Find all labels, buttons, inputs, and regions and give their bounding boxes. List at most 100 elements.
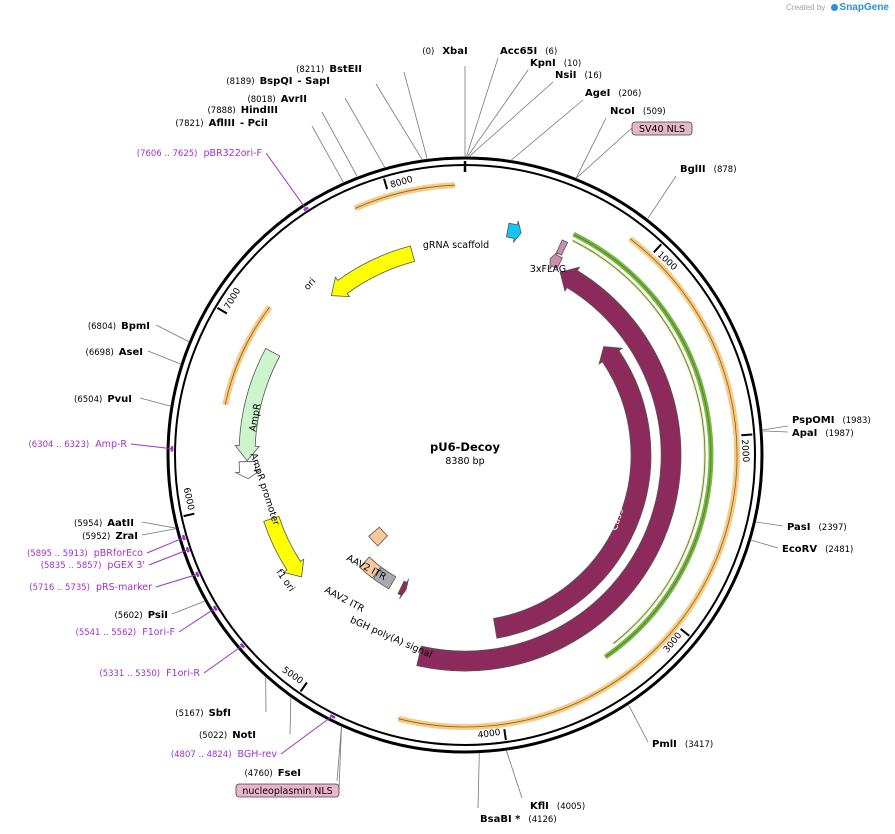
- tick-label: 4000: [477, 728, 501, 741]
- enzyme-label[interactable]: EcoRV(2481): [782, 544, 853, 555]
- enzyme-label[interactable]: (4760)FseI: [244, 768, 301, 779]
- enzyme-leader-line: [750, 539, 779, 549]
- enzyme-leader-line: [465, 57, 499, 158]
- enzyme-label[interactable]: (6804)BpmI: [88, 321, 150, 332]
- credit-text: Created by: [786, 3, 826, 12]
- enzyme-label[interactable]: NcoI(509): [610, 106, 666, 117]
- feature-ori[interactable]: [330, 245, 416, 298]
- enzyme-label[interactable]: (5167)SbfI: [175, 708, 231, 719]
- primer-leader-line: [155, 573, 199, 588]
- enzyme-leader-line: [755, 521, 784, 527]
- feature-cas9[interactable]: [493, 346, 652, 639]
- enzyme-leader-line: [375, 83, 423, 161]
- primer-label[interactable]: (5716 .. 5735)pRS-marker: [29, 582, 152, 593]
- feature-label: bGH poly(A) signal: [348, 615, 434, 661]
- feature-aav2-itr[interactable]: [359, 556, 382, 579]
- feature-label: gRNA scaffold: [423, 240, 489, 251]
- tick-mark: [383, 178, 389, 190]
- enzyme-leader-line: [627, 704, 649, 743]
- nls-leader-line: [338, 726, 342, 791]
- enzyme-label[interactable]: PasI(2397): [787, 522, 847, 533]
- enzyme-leader-line: [466, 69, 529, 158]
- feature-f1-ori[interactable]: [263, 515, 305, 578]
- feature-label: AmpR promoter: [247, 452, 281, 527]
- snapgene-logo-icon: [830, 4, 838, 12]
- primer-bind-arc-amp-core: [224, 306, 271, 405]
- primer-leader-line: [280, 715, 334, 755]
- tick-label: 6000: [181, 487, 196, 512]
- enzyme-label[interactable]: BsaBI *(4126): [480, 814, 557, 825]
- primer-label[interactable]: (5835 .. 5857)pGEX 3': [41, 560, 145, 571]
- tick-label: 5000: [280, 665, 305, 686]
- primer-leader-line: [178, 607, 217, 633]
- feature-ampr-promoter[interactable]: [234, 460, 262, 480]
- primer-site-mark: [181, 534, 186, 541]
- enzyme-label[interactable]: (8211)BstEII: [296, 64, 362, 75]
- primer-bind-arc-cas9-core: [398, 238, 738, 728]
- primer-leader-line: [130, 443, 174, 450]
- nls-leader-line: [575, 127, 633, 179]
- feature-ampr[interactable]: [234, 347, 281, 462]
- enzyme-leader-line: [761, 430, 789, 433]
- feature-layer: [234, 220, 682, 672]
- feature-bgh-poly-a-signal[interactable]: [372, 566, 397, 590]
- enzyme-leader-line: [646, 175, 677, 220]
- enzyme-label[interactable]: (8018)AvrII: [247, 94, 307, 105]
- enzyme-label[interactable]: (0)XbaI: [422, 46, 467, 57]
- primer-label[interactable]: (7606 .. 7625)pBR322ori-F: [137, 148, 262, 159]
- feature-cas9[interactable]: [416, 266, 682, 672]
- enzyme-leader-line: [510, 99, 584, 161]
- enzyme-label[interactable]: (6698)AseI: [86, 347, 143, 358]
- snapgene-credit: Created by SnapGene: [786, 2, 889, 13]
- primer-site-mark: [239, 642, 246, 649]
- plasmid-name: pU6-Decoy: [430, 440, 500, 454]
- enzyme-leader-line: [761, 425, 789, 431]
- nls-box[interactable]: [235, 783, 340, 798]
- primer-label[interactable]: (5331 .. 5350)F1ori-R: [99, 668, 200, 679]
- enzyme-leader-line: [505, 749, 523, 799]
- enzyme-leader-line: [403, 71, 428, 160]
- enzyme-label[interactable]: NsiI(16): [555, 70, 602, 81]
- feature-3xflag-marker: [555, 239, 569, 256]
- enzyme-leader-line: [155, 324, 190, 343]
- enzyme-label[interactable]: (5954)AatII: [74, 518, 134, 529]
- primer-label[interactable]: (5895 .. 5913)pBRforEco: [27, 548, 143, 559]
- enzyme-label[interactable]: (7888)HindIII: [207, 105, 278, 116]
- primer-site-mark: [185, 546, 190, 553]
- feature-nls-marker: [397, 578, 409, 600]
- enzyme-label[interactable]: AgeI(206): [585, 88, 641, 99]
- enzyme-label[interactable]: PspOMI(1983): [792, 415, 871, 426]
- enzyme-leader-line: [321, 111, 358, 178]
- primer-leader-line: [265, 152, 307, 210]
- primer-site-mark: [195, 571, 200, 578]
- enzyme-label[interactable]: (5602)PsiI: [114, 610, 168, 621]
- feature-grna-scaffold[interactable]: [505, 220, 522, 243]
- primer-label[interactable]: (6304 .. 6323)Amp-R: [28, 439, 127, 450]
- primer-label[interactable]: (4807 .. 4824)BGH-rev: [171, 749, 278, 760]
- enzyme-label[interactable]: KflI(4005): [530, 801, 585, 812]
- enzyme-label[interactable]: ApaI(1987): [792, 428, 854, 439]
- enzyme-label[interactable]: KpnI(10): [530, 58, 581, 69]
- enzyme-label[interactable]: (7821)AflIII- PciI: [175, 118, 268, 129]
- primer-label[interactable]: (5541 .. 5562)F1ori-F: [76, 627, 175, 638]
- enzyme-label[interactable]: (5952)ZraI: [82, 531, 138, 542]
- enzyme-label[interactable]: (8189)BspQI- SapI: [226, 76, 330, 87]
- enzyme-label[interactable]: PmlI(3417): [652, 739, 713, 750]
- nls-box[interactable]: [631, 121, 693, 136]
- enzyme-label[interactable]: (6504)PvuI: [74, 394, 132, 405]
- nls-label: SV40 NLS: [639, 124, 685, 135]
- enzyme-leader-line: [289, 696, 292, 735]
- enzyme-leader-line: [171, 600, 206, 615]
- primer-bind-arc-ori-core: [354, 184, 455, 209]
- green-arc-inner-core: [572, 240, 706, 644]
- feature-3xflag[interactable]: [549, 251, 563, 270]
- enzyme-label[interactable]: BglII(878): [680, 164, 737, 175]
- nls-label: nucleoplasmin NLS: [242, 786, 332, 797]
- primer-bind-arc-ori: [353, 182, 456, 212]
- feature-aav2-itr[interactable]: [368, 526, 389, 547]
- enzyme-label[interactable]: Acc65I(6): [500, 46, 557, 57]
- tick-mark: [653, 243, 663, 253]
- enzyme-label[interactable]: (5022)NotI: [199, 730, 256, 741]
